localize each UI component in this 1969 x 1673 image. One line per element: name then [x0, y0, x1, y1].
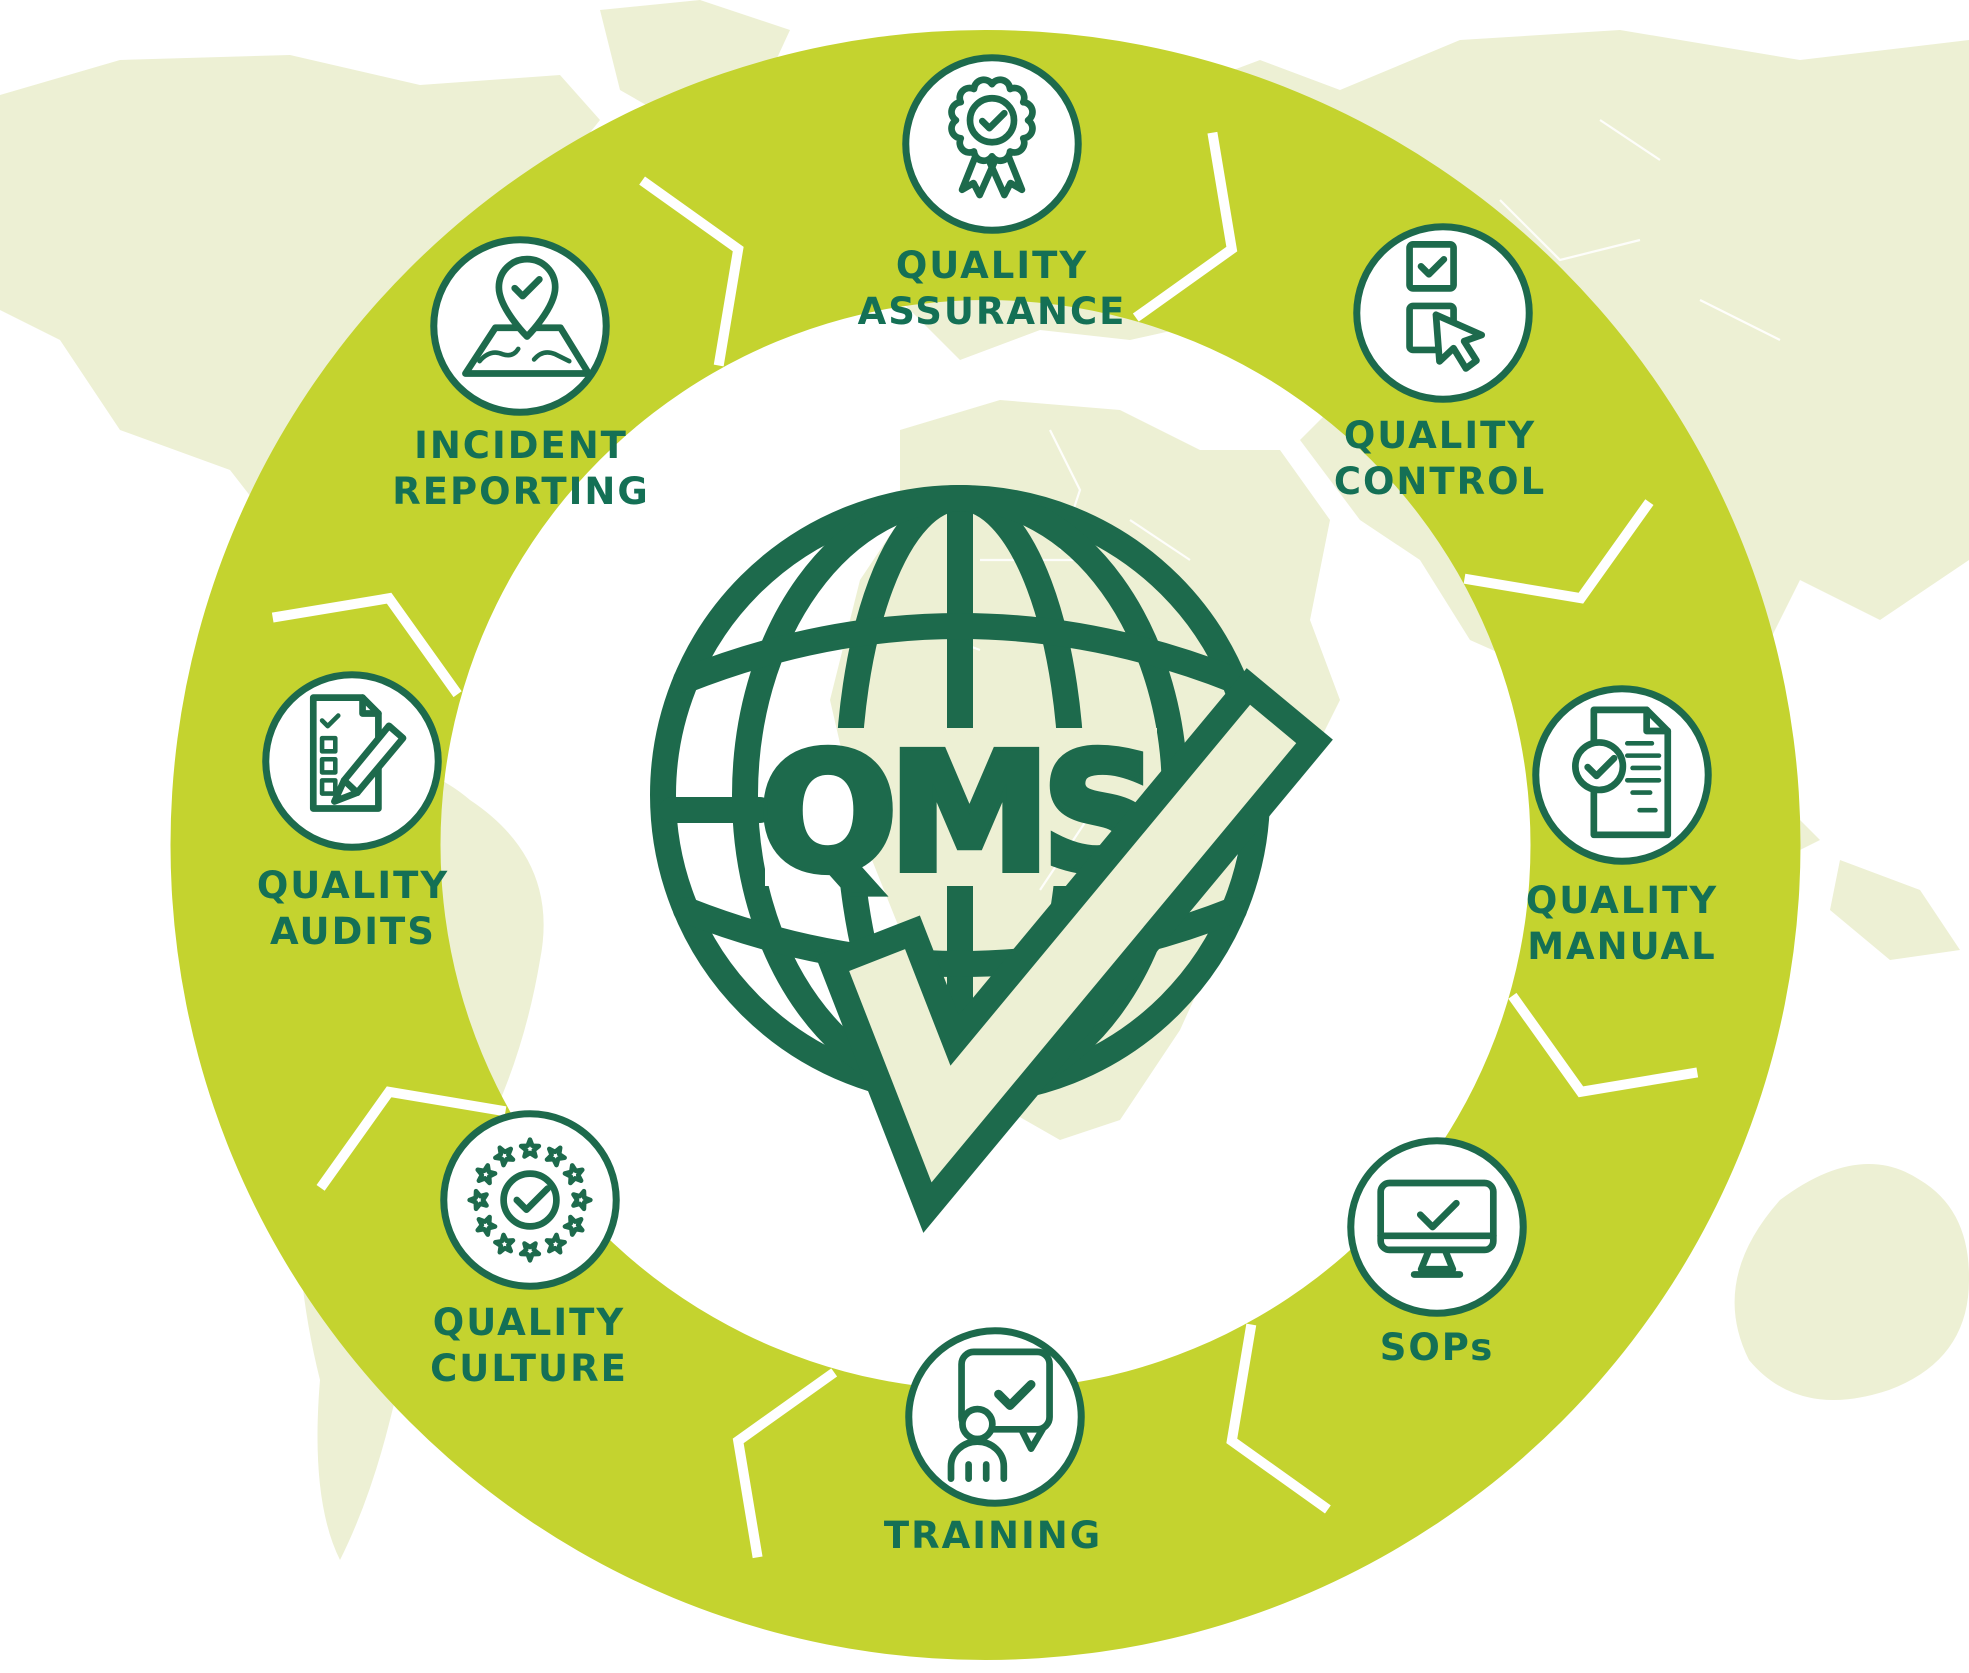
label-line: QUALITY — [1343, 414, 1537, 457]
ring-chevron — [1508, 992, 1699, 1098]
label-quality-manual: QUALITY MANUAL — [1526, 878, 1718, 970]
star-glyph — [518, 1137, 542, 1159]
label-line: SOPs — [1379, 1326, 1495, 1369]
label-line: REPORTING — [392, 470, 650, 513]
label-line: QUALITY — [256, 864, 450, 907]
star-glyph — [544, 1232, 567, 1255]
label-line: AUDITS — [270, 910, 436, 953]
award-ribbon-icon — [902, 54, 1082, 234]
icon-plate — [1353, 223, 1533, 403]
label-line: QUALITY — [895, 244, 1089, 287]
monitor-check-icon — [1347, 1137, 1527, 1317]
checklist-pencil-icon — [262, 671, 442, 851]
islands-southeast-asia-2 — [1830, 860, 1960, 960]
label-line: TRAINING — [883, 1514, 1103, 1557]
continent-north-america — [0, 55, 600, 620]
star-glyph — [518, 1241, 542, 1263]
label-quality-control: QUALITY CONTROL — [1334, 413, 1546, 505]
star-glyph — [475, 1214, 498, 1237]
ring-chevron — [1132, 131, 1238, 322]
ring-chevron — [1226, 1323, 1331, 1514]
label-line: MANUAL — [1527, 925, 1717, 968]
map-pin-check-icon — [430, 236, 610, 416]
star-glyph — [467, 1188, 489, 1212]
star-glyph — [493, 1232, 516, 1255]
stars-wreath-check-icon — [440, 1110, 620, 1290]
person-speech-bubble-icon — [905, 1327, 1085, 1507]
label-quality-culture: QUALITY CULTURE — [430, 1300, 628, 1392]
label-line: QUALITY — [1525, 879, 1719, 922]
star-glyph — [544, 1145, 567, 1168]
icon-plate — [905, 1327, 1085, 1507]
label-training: TRAINING — [884, 1513, 1102, 1559]
label-line: CONTROL — [1333, 460, 1547, 503]
label-incident-reporting: INCIDENT REPORTING — [392, 423, 650, 515]
star-glyph — [571, 1188, 593, 1212]
ring-chevrons — [271, 131, 1699, 1559]
big-checkmark — [815, 668, 1333, 1233]
label-quality-assurance: QUALITY ASSURANCE — [858, 243, 1127, 335]
stars-ring — [467, 1137, 593, 1263]
ring-chevron — [639, 176, 744, 367]
label-line: ASSURANCE — [857, 290, 1127, 333]
ring-chevron — [271, 592, 462, 698]
globe-check-icon: QMS — [650, 485, 1333, 1233]
label-quality-audits: QUALITY AUDITS — [257, 863, 449, 955]
star-glyph — [562, 1163, 585, 1186]
ring-chevron — [1463, 499, 1654, 604]
label-line: CULTURE — [430, 1347, 628, 1390]
star-glyph — [493, 1145, 516, 1168]
label-line: QUALITY — [432, 1301, 626, 1344]
icon-plate — [262, 671, 442, 851]
star-glyph — [562, 1214, 585, 1237]
continent-australia — [1734, 1164, 1969, 1400]
star-glyph — [475, 1163, 498, 1186]
checkbox-cursor-icon — [1353, 223, 1533, 403]
ring-chevron — [316, 1086, 507, 1191]
document-check-icon — [1532, 685, 1712, 865]
label-sops: SOPs — [1380, 1325, 1495, 1371]
ring-chevron — [732, 1368, 838, 1559]
label-line: INCIDENT — [414, 424, 628, 467]
